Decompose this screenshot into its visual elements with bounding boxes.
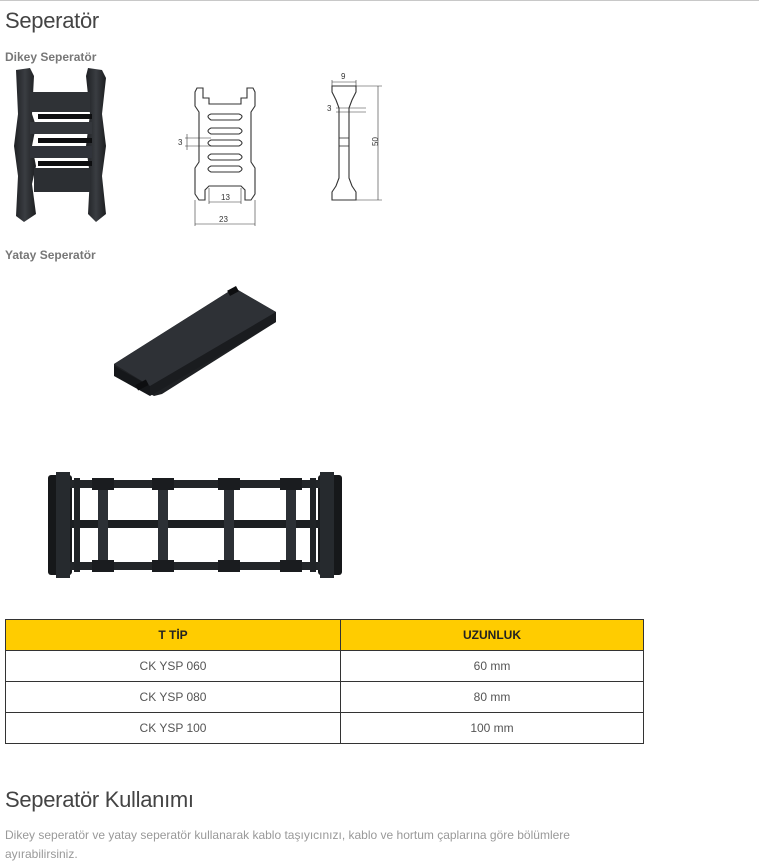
top-divider — [0, 0, 759, 1]
vertical-separator-image — [14, 68, 106, 222]
cell-length: 80 mm — [340, 681, 644, 713]
vertical-separator-side-drawing: 9 3 50 — [327, 72, 382, 201]
section-title-dikey: Dikey Seperatör — [5, 50, 97, 64]
page-title: Seperatör — [5, 8, 99, 33]
column-header-length: UZUNLUK — [340, 619, 644, 651]
dim-gap: 3 — [178, 138, 183, 147]
column-header-type: T TİP — [5, 619, 341, 651]
cell-type: CK YSP 080 — [5, 681, 341, 713]
dim-height: 50 — [371, 137, 380, 146]
vertical-separator-front-drawing: 3 13 23 — [178, 87, 256, 226]
table-row: CK YSP 060 60 mm — [5, 650, 644, 682]
dim-top-width: 9 — [341, 72, 346, 81]
table-row: CK YSP 080 80 mm — [5, 681, 644, 713]
usage-title: Seperatör Kullanımı — [5, 787, 194, 812]
usage-paragraph: Dikey seperatör ve yatay seperatör kulla… — [5, 828, 570, 861]
horizontal-separator-image — [114, 286, 276, 396]
cell-length: 100 mm — [340, 712, 644, 744]
cell-type: CK YSP 100 — [5, 712, 341, 744]
dim-flange: 3 — [327, 104, 332, 113]
section-title-yatay: Yatay Seperatör — [5, 248, 96, 262]
cell-length: 60 mm — [340, 650, 644, 682]
dim-inner-width: 13 — [221, 193, 230, 202]
table-row: CK YSP 100 100 mm — [5, 712, 644, 744]
cell-type: CK YSP 060 — [5, 650, 341, 682]
dim-outer-width: 23 — [219, 215, 228, 224]
separator-spec-table: T TİP UZUNLUK CK YSP 060 60 mm CK YSP 08… — [5, 619, 644, 744]
table-header-row: T TİP UZUNLUK — [5, 619, 644, 651]
assembled-chain-image — [48, 472, 342, 578]
